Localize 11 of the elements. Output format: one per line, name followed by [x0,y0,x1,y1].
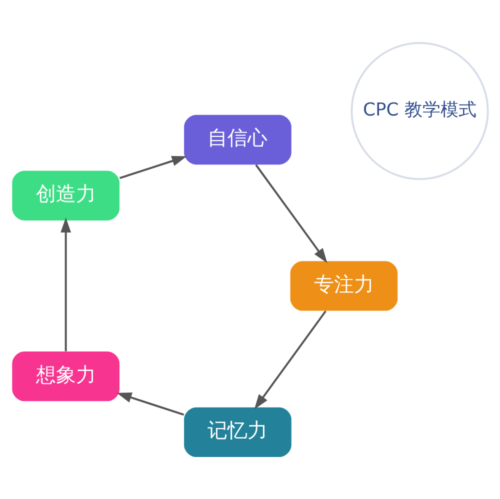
arrow [116,392,184,416]
arrow [255,164,328,263]
arrow [60,217,72,351]
node-box: 专注力 [290,260,398,310]
node-box: 自信心 [184,114,292,164]
node-circle: CPC 教学模式 [350,41,489,180]
arrow [254,310,326,409]
arrow [119,155,187,179]
node-box: 想象力 [12,350,120,401]
node-box: 记忆力 [184,406,292,457]
node-box: 创造力 [12,170,120,220]
